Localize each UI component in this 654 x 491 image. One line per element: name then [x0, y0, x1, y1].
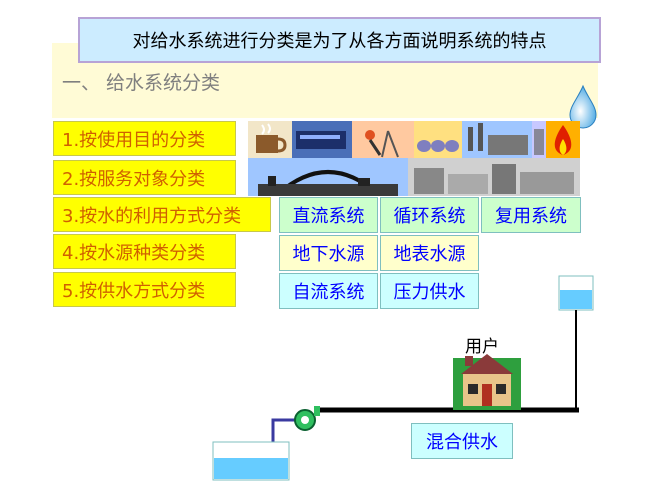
category-usage-purpose[interactable]: 1.按使用目的分类: [53, 121, 236, 156]
option-gravity-flow-system[interactable]: 自流系统: [279, 273, 378, 309]
option-surface-water-source[interactable]: 地表水源: [380, 235, 479, 271]
water-drop-icon: [569, 84, 597, 129]
option-reuse-system[interactable]: 复用系统: [481, 197, 581, 233]
slide-title: 对给水系统进行分类是为了从各方面说明系统的特点: [78, 17, 601, 63]
house-icon: [453, 354, 521, 410]
section-heading: 一、 给水系统分类: [62, 72, 221, 94]
mixed-supply-label[interactable]: 混合供水: [411, 423, 513, 459]
option-groundwater-source[interactable]: 地下水源: [279, 235, 378, 271]
category-service-object[interactable]: 2.按服务对象分类: [53, 160, 236, 195]
option-pressure-supply[interactable]: 压力供水: [380, 273, 479, 309]
mixed-supply-diagram: [212, 275, 594, 481]
user-label: 用户: [465, 337, 499, 357]
option-circulating-system[interactable]: 循环系统: [380, 197, 479, 233]
category-water-utilization[interactable]: 3.按水的利用方式分类: [53, 197, 271, 232]
option-once-through-system[interactable]: 直流系统: [279, 197, 378, 233]
category-water-source[interactable]: 4.按水源种类分类: [53, 234, 236, 269]
category-supply-method[interactable]: 5.按供水方式分类: [53, 272, 236, 307]
usage-purpose-illustration: [248, 121, 580, 159]
service-object-illustration: [248, 158, 580, 196]
